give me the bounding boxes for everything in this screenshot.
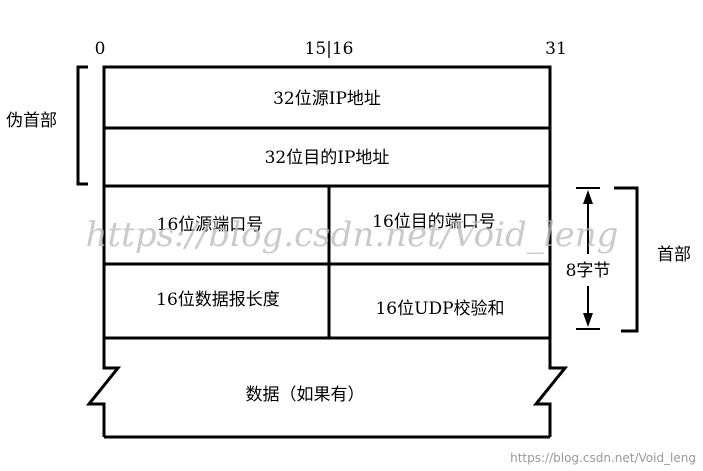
watermark-corner: https://blog.csdn.net/Void_leng: [510, 451, 696, 465]
header-label: 首部: [657, 245, 691, 265]
bit-label-15-16: 15|16: [305, 39, 354, 59]
destination-ip-field: 32位目的IP地址: [265, 148, 390, 168]
data-field: 数据（如果有）: [246, 385, 365, 405]
size-arrow-down-head: [583, 313, 593, 327]
length-field: 16位数据报长度: [156, 290, 280, 310]
header-size-arrow: [576, 187, 600, 330]
header-bracket: [614, 186, 639, 333]
data-area-outline: [85, 338, 569, 439]
checksum-field: 16位UDP校验和: [375, 299, 504, 319]
bit-label-31: 31: [545, 39, 567, 59]
pseudo-header-label: 伪首部: [6, 111, 57, 131]
data-right-break-edge: [532, 338, 569, 437]
header-size-label: 8字节: [566, 261, 611, 281]
bit-label-0: 0: [95, 39, 106, 59]
data-left-break-edge: [85, 338, 122, 437]
source-ip-field: 32位源IP地址: [273, 89, 381, 109]
watermark-center: https://blog.csdn.net/Void_leng: [86, 215, 619, 255]
destination-port-field: 16位目的端口号: [372, 212, 496, 232]
source-port-field: 16位源端口号: [157, 215, 264, 235]
header-grid: [102, 65, 552, 340]
pseudo-header-bracket: [76, 65, 88, 186]
size-arrow-up-head: [583, 190, 593, 204]
